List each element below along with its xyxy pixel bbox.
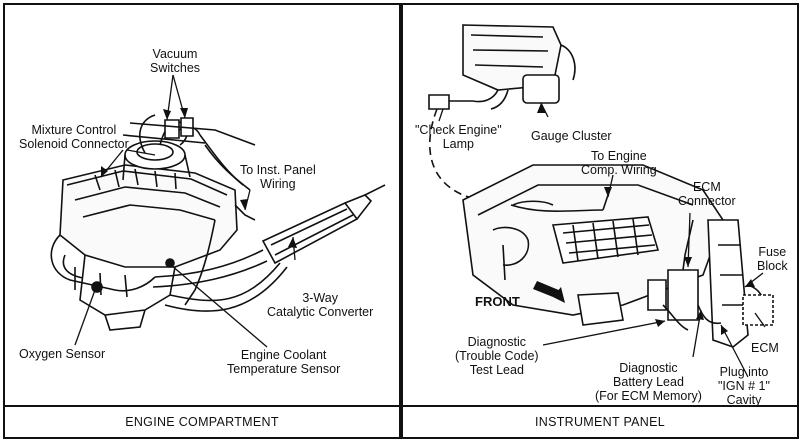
- label-mixture-control-solenoid-connector: Mixture Control Solenoid Connector: [19, 123, 129, 151]
- label-gauge-cluster: Gauge Cluster: [531, 129, 612, 143]
- instrument-panel-caption: INSTRUMENT PANEL: [403, 405, 797, 437]
- label-engine-coolant-temperature-sensor: Engine Coolant Temperature Sensor: [227, 348, 341, 376]
- label-fuse-block: Fuse Block: [757, 245, 788, 273]
- label-check-engine-lamp: "Check Engine" Lamp: [415, 123, 502, 151]
- label-oxygen-sensor: Oxygen Sensor: [19, 347, 106, 361]
- label-vacuum-switches: Vacuum Switches: [150, 47, 201, 75]
- label-diagnostic-battery-lead: Diagnostic Battery Lead (For ECM Memory): [595, 361, 702, 403]
- engine-compartment-caption: ENGINE COMPARTMENT: [5, 405, 399, 437]
- instrument-panel-illustration: [403, 5, 797, 407]
- engine-compartment-illustration: [5, 5, 399, 407]
- label-catalytic-converter: 3-Way Catalytic Converter: [267, 291, 374, 319]
- engine-compartment-panel: Vacuum Switches Mixture Control Solenoid…: [3, 3, 401, 439]
- label-to-inst-panel-wiring: To Inst. Panel Wiring: [240, 163, 316, 191]
- label-plug-into-ign-cavity: Plug into "IGN # 1" Cavity: [718, 365, 770, 407]
- label-ecm: ECM: [751, 341, 779, 355]
- label-ecm-connector: ECM Connector: [678, 180, 736, 208]
- label-front: FRONT: [475, 294, 520, 309]
- label-diagnostic-test-lead: Diagnostic (Trouble Code) Test Lead: [455, 335, 539, 377]
- instrument-panel-panel: "Check Engine" Lamp Gauge Cluster To Eng…: [401, 3, 799, 439]
- label-to-engine-comp-wiring: To Engine Comp. Wiring: [581, 149, 657, 177]
